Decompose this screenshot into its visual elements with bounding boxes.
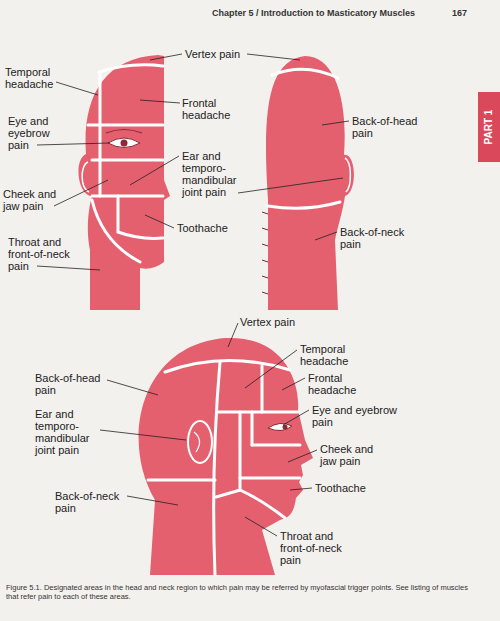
figure-caption: Figure 5.1. Designated areas in the head… [6,583,482,601]
region-label: Toothache [177,222,247,234]
region-label: Eye and eyebrow pain [312,404,402,428]
region-label: Temporal headache [5,66,65,90]
region-label: Back-of-neck pain [340,226,420,250]
running-head: Chapter 5 / Introduction to Masticatory … [212,8,415,19]
region-label: Back-of-head pain [35,372,115,396]
region-label: Frontal headache [308,372,370,396]
region-label: Temporal headache [300,343,362,367]
region-label: Throat and front-of-neck pain [280,530,360,566]
page-number: 167 [452,8,467,19]
leader-lines [37,54,349,536]
region-label: Vertex pain [185,48,255,60]
region-label: Cheek and jaw pain [320,443,382,467]
region-label: Ear and temporo-mandibular joint pain [182,150,252,198]
region-label: Vertex pain [240,316,320,328]
part-tab [478,92,500,162]
region-label: Eye and eyebrow pain [8,115,58,151]
region-label: Toothache [315,482,385,494]
region-label: Frontal headache [182,97,244,121]
region-label: Back-of-neck pain [55,490,135,514]
region-label: Cheek and jaw pain [3,188,65,212]
region-label: Throat and front-of-neck pain [8,236,88,272]
part-tab-label: PART 1 [483,97,495,157]
region-label: Ear and temporo-mandibular joint pain [35,408,107,456]
region-label: Back-of-head pain [352,115,432,139]
